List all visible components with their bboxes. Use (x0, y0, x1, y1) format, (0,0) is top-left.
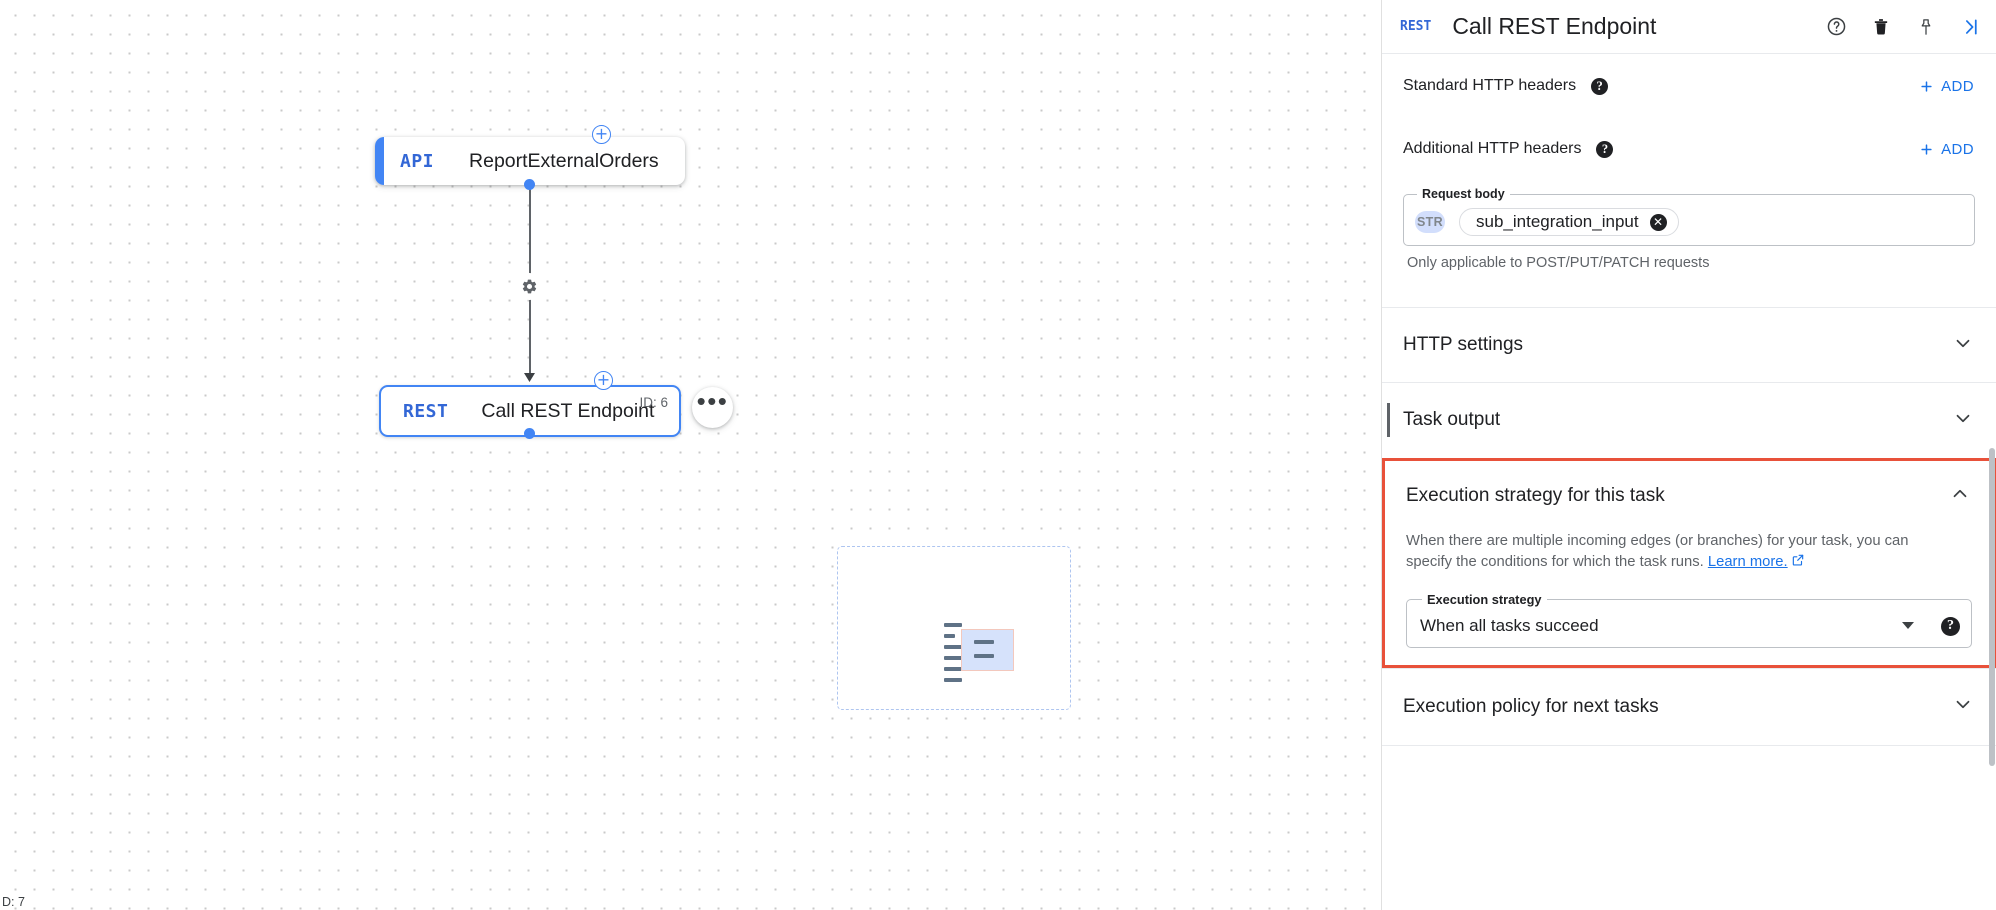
chevron-down-icon (1952, 693, 1974, 720)
node-input-port-rest (524, 373, 535, 382)
node-id-label: ID: 6 (639, 395, 668, 410)
minimap-bar (944, 623, 962, 627)
minimap-viewport[interactable] (961, 629, 1014, 671)
execution-strategy-help-icon[interactable]: ? (1941, 616, 1960, 636)
minimap-bar (944, 634, 955, 638)
standard-http-headers-help-icon[interactable]: ? (1591, 77, 1609, 95)
request-body-legend: Request body (1422, 187, 1505, 201)
accordion-execution-strategy[interactable]: Execution strategy for this task (1385, 461, 1993, 531)
accordion-http-settings[interactable]: HTTP settings (1382, 308, 1996, 382)
minimap-bar (944, 656, 962, 660)
minimap-bar (974, 640, 994, 644)
minimap-bar (944, 678, 962, 682)
chevron-down-icon[interactable] (1902, 622, 1914, 630)
http-settings-title: HTTP settings (1403, 334, 1524, 355)
collapse-panel-icon[interactable] (1960, 16, 1982, 38)
standard-http-headers-label: Standard HTTP headers (1403, 77, 1577, 94)
panel-header-badge: REST (1400, 19, 1432, 34)
node-output-port-rest[interactable] (524, 428, 535, 439)
execution-policy-title: Execution policy for next tasks (1403, 695, 1659, 717)
execution-strategy-selected-value: When all tasks succeed (1420, 615, 1599, 635)
add-node-handle-rest[interactable]: + (594, 371, 613, 390)
additional-http-headers-help-icon[interactable]: ? (1596, 140, 1614, 158)
divider (1382, 667, 1996, 669)
node-overflow-menu-button[interactable]: ••• (692, 387, 733, 428)
task-output-marker (1387, 403, 1390, 437)
request-body-hint: Only applicable to POST/PUT/PATCH reques… (1407, 255, 1710, 271)
execution-strategy-title: Execution strategy for this task (1406, 485, 1665, 506)
canvas-status-text: D: 7 (2, 895, 25, 909)
panel-scrollbar[interactable] (1989, 84, 1996, 910)
standard-http-headers-row: Standard HTTP headers ? ADD (1382, 54, 1996, 118)
accordion-task-output[interactable]: Task output (1382, 383, 1996, 457)
request-body-variable-text: sub_integration_input (1476, 212, 1639, 231)
add-standard-http-header-button[interactable]: ADD (1919, 78, 1974, 95)
panel-header-actions (1825, 16, 1982, 38)
add-standard-label: ADD (1941, 77, 1974, 95)
minimap-bar (944, 667, 970, 671)
node-output-port-api[interactable] (524, 179, 535, 190)
edge-gear-icon[interactable] (516, 273, 543, 300)
task-output-title: Task output (1403, 409, 1501, 430)
node-title-api: ReportExternalOrders (469, 149, 659, 172)
divider (1382, 307, 1996, 308)
add-node-handle-api[interactable]: + (592, 125, 611, 144)
external-link-icon[interactable] (1791, 553, 1805, 574)
additional-http-headers-label: Additional HTTP headers (1403, 140, 1582, 157)
node-accent-bar (375, 137, 384, 185)
request-body-fieldset: Request body STR sub_integration_input ✕ (1403, 187, 1975, 246)
pin-icon[interactable] (1915, 16, 1937, 38)
node-badge-api: API (400, 150, 435, 172)
execution-strategy-description-text: When there are multiple incoming edges (… (1406, 533, 1909, 571)
divider (1382, 744, 1996, 746)
minimap-bar (974, 654, 994, 658)
chevron-up-icon (1949, 483, 1971, 510)
add-additional-label: ADD (1941, 140, 1974, 158)
execution-strategy-select-legend: Execution strategy (1427, 591, 1542, 607)
canvas-minimap[interactable] (837, 546, 1071, 710)
execution-strategy-select-wrap[interactable]: Execution strategy When all tasks succee… (1385, 575, 1993, 665)
node-badge-rest: REST (403, 400, 449, 422)
panel-header: REST Call REST Endpoint (1382, 0, 1996, 54)
chevron-down-icon (1952, 407, 1974, 434)
help-icon[interactable] (1825, 16, 1847, 38)
plus-icon (1921, 80, 1932, 92)
canvas-node-api[interactable]: API ReportExternalOrders (375, 137, 685, 185)
page-title: Call REST Endpoint (1452, 13, 1657, 39)
execution-strategy-description: When there are multiple incoming edges (… (1385, 531, 1945, 575)
chevron-down-icon (1952, 332, 1974, 359)
accordion-execution-policy[interactable]: Execution policy for next tasks (1382, 669, 1996, 745)
add-additional-http-header-button[interactable]: ADD (1919, 141, 1974, 158)
clear-icon[interactable]: ✕ (1649, 213, 1667, 231)
request-body-type-chip: STR (1415, 211, 1445, 233)
request-body-field[interactable]: Request body STR sub_integration_input ✕ (1382, 180, 1996, 246)
request-body-variable-token[interactable]: sub_integration_input ✕ (1459, 208, 1679, 236)
task-config-panel: REST Call REST Endpoint (1381, 0, 1996, 910)
panel-scrollbar-thumb[interactable] (1989, 448, 1995, 766)
divider (1382, 382, 1996, 383)
minimap-bar (944, 645, 970, 649)
workflow-canvas[interactable]: API ReportExternalOrders + REST Call RES… (0, 0, 1381, 910)
node-title-rest: Call REST Endpoint (481, 399, 655, 422)
learn-more-link[interactable]: Learn more. (1707, 554, 1788, 571)
delete-icon[interactable] (1870, 16, 1892, 38)
additional-http-headers-row: Additional HTTP headers ? ADD (1382, 118, 1996, 180)
panel-body[interactable]: Standard HTTP headers ? ADD Additional H… (1382, 54, 1996, 910)
execution-strategy-select[interactable]: Execution strategy When all tasks succee… (1406, 591, 1972, 648)
execution-strategy-section: Execution strategy for this task When th… (1382, 458, 1996, 668)
plus-icon (1921, 143, 1932, 155)
